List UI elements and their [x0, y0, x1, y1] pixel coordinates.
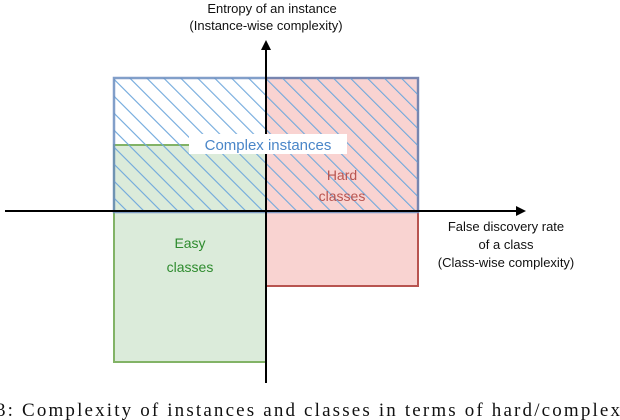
- hard-classes-label-line1: Hard: [327, 167, 357, 183]
- x-axis-label-line1: False discovery rate: [448, 219, 564, 234]
- hard-classes-label-line2: classes: [319, 188, 366, 204]
- easy-classes-label-line1: Easy: [174, 235, 205, 251]
- y-axis-label-line1: Entropy of an instance: [207, 1, 336, 16]
- x-axis-label-line3: (Class-wise complexity): [438, 255, 575, 270]
- figure-caption-fragment: 3: Complexity of instances and classes i…: [0, 400, 620, 420]
- complex-instances-label: Complex instances: [205, 137, 332, 154]
- easy-classes-label-line2: classes: [167, 259, 214, 275]
- x-axis-label-line2: of a class: [479, 237, 534, 252]
- complex-instances-label-bg: [189, 134, 347, 154]
- y-axis-label-line2: (Instance-wise complexity): [189, 18, 342, 33]
